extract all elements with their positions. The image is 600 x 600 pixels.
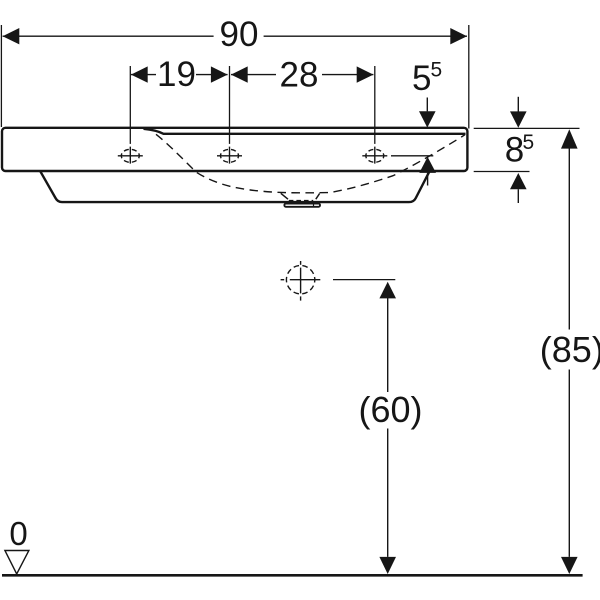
svg-text:5: 5 <box>412 59 431 98</box>
svg-text:19: 19 <box>157 55 196 94</box>
svg-text:90: 90 <box>220 15 259 54</box>
svg-text:5: 5 <box>431 58 443 81</box>
svg-text:0: 0 <box>9 515 27 552</box>
svg-text:8: 8 <box>505 131 524 170</box>
svg-text:(60): (60) <box>358 389 422 430</box>
svg-text:(85): (85) <box>540 329 600 370</box>
svg-text:5: 5 <box>523 131 535 154</box>
svg-text:28: 28 <box>280 56 319 95</box>
